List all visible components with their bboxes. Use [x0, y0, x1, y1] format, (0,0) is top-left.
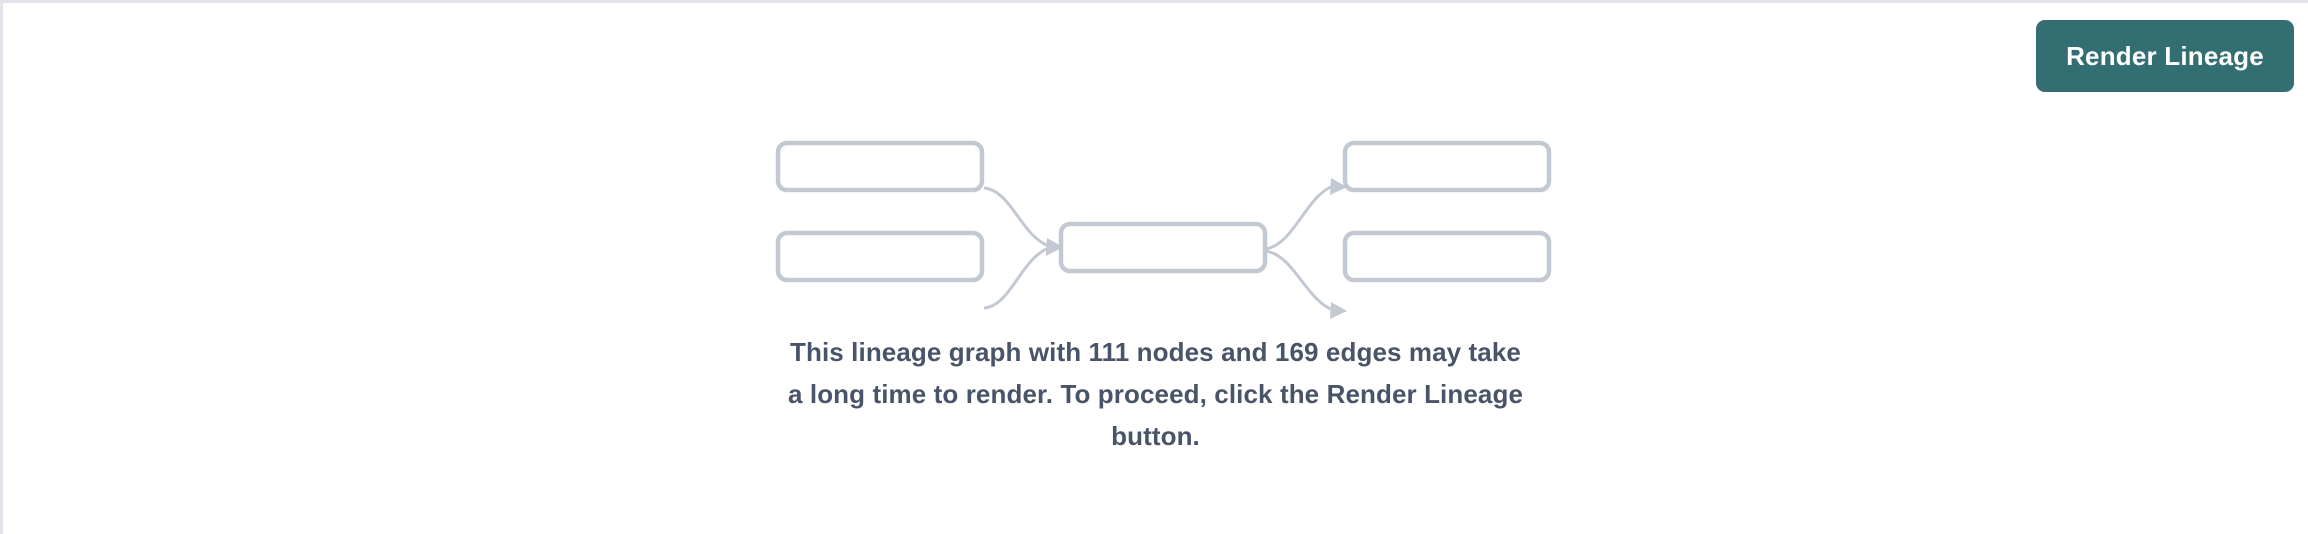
- lineage-node-downstream-2: [1342, 230, 1552, 283]
- render-lineage-button[interactable]: Render Lineage: [2036, 20, 2294, 92]
- edge-center-to-downstream-1: [1264, 184, 1334, 251]
- lineage-graph-illustration: [775, 140, 1552, 319]
- lineage-node-upstream-2: [775, 230, 985, 283]
- warning-line-1: This lineage graph with 111 nodes and 16…: [790, 337, 1521, 367]
- lineage-warning-message: This lineage graph with 111 nodes and 16…: [756, 331, 1556, 457]
- lineage-node-upstream-1: [775, 140, 985, 193]
- warning-line-2: a long time to render. To proceed, click…: [787, 379, 1524, 409]
- arrowhead-center-to-downstream-2: [1330, 302, 1347, 319]
- arrowhead-upstream-2-to-center: [1046, 240, 1063, 256]
- arrowhead-upstream-1-to-center: [1046, 238, 1063, 255]
- edge-upstream-1-to-center: [983, 186, 1050, 248]
- lineage-node-downstream-1: [1342, 140, 1552, 193]
- edge-upstream-2-to-center: [983, 246, 1050, 310]
- edge-center-to-downstream-2: [1264, 249, 1334, 312]
- lineage-node-center: [1058, 221, 1268, 274]
- warning-line-3: button.: [1111, 421, 1200, 451]
- arrowhead-center-to-downstream-1: [1330, 178, 1347, 195]
